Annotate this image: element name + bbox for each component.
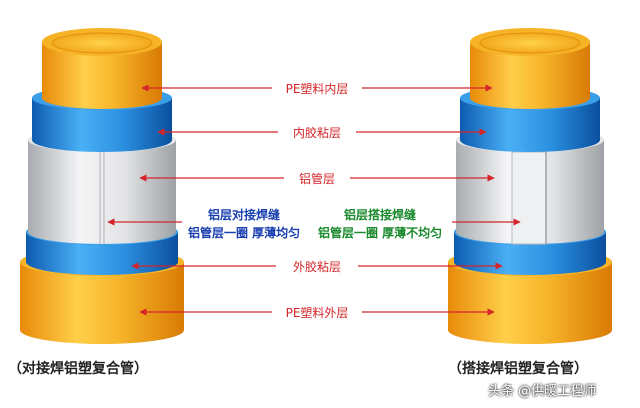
label-outer-adhesive: 外胶粘层 [276, 258, 358, 275]
inner-pe-band [470, 42, 590, 109]
butt-weld-note-1: 铝层对接焊缝 [208, 208, 281, 222]
caption-butt-weld: （对接焊铝塑复合管） [8, 361, 148, 377]
inner-adhesive-band [32, 98, 172, 152]
label-pe-outer: PE塑料外层 [272, 304, 362, 321]
inner-pe-band [42, 42, 162, 109]
lap-weld-seam [511, 151, 547, 245]
label-pe-inner: PE塑料内层 [272, 80, 362, 97]
label-aluminum: 铝管层 [284, 170, 350, 187]
outer-pe-band [448, 262, 612, 344]
inner-adhesive-band [460, 98, 600, 152]
label-inner-adhesive: 内胶粘层 [278, 124, 356, 141]
lap-weld-note-2: 铝管层一圈 厚薄不均匀 [318, 226, 443, 240]
lap-weld-note-1: 铝层搭接焊缝 [344, 208, 417, 222]
leader-lines [107, 84, 521, 316]
lap-weld-pipe [448, 28, 612, 344]
butt-weld-note-2: 铝管层一圈 厚薄均匀 [188, 226, 301, 240]
aluminum-band [28, 140, 176, 244]
butt-weld-pipe [20, 28, 184, 344]
watermark: 头条 @供暖工程师 [488, 384, 597, 399]
outer-pe-band [20, 262, 184, 344]
caption-lap-weld: （搭接焊铝塑复合管） [448, 361, 588, 377]
